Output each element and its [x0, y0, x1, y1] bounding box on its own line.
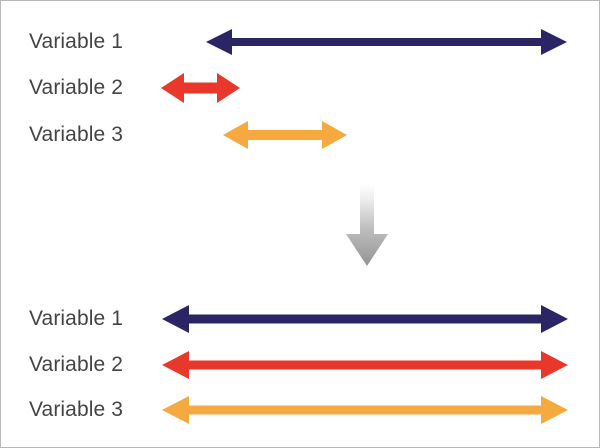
label-variable-3-before: Variable 3	[29, 123, 124, 146]
down-arrow-icon	[344, 184, 390, 266]
label-variable-3-after: Variable 3	[29, 398, 124, 421]
arrow-variable-2-after	[162, 342, 568, 388]
panel-before-harmonization: Variable 1 Variable 2	[1, 1, 599, 176]
row-variable-1-after: Variable 1	[1, 296, 599, 342]
arrow-variable-1-after	[162, 296, 568, 342]
label-variable-2-after: Variable 2	[29, 353, 124, 376]
row-variable-1-before: Variable 1	[1, 19, 599, 65]
panel-after-harmonization: Variable 1 Variable 2	[1, 281, 599, 447]
row-variable-2-before: Variable 2	[1, 65, 599, 111]
label-variable-1-after: Variable 1	[29, 307, 124, 330]
arrow-variable-3-before	[223, 112, 347, 158]
row-variable-3-after: Variable 3	[1, 387, 599, 433]
arrow-variable-2-before	[161, 65, 240, 111]
label-variable-2-before: Variable 2	[29, 76, 124, 99]
label-variable-1-before: Variable 1	[29, 30, 124, 53]
arrow-variable-1-before	[206, 19, 567, 65]
arrow-variable-3-after	[162, 387, 568, 433]
row-variable-2-after: Variable 2	[1, 342, 599, 388]
row-variable-3-before: Variable 3	[1, 112, 599, 158]
